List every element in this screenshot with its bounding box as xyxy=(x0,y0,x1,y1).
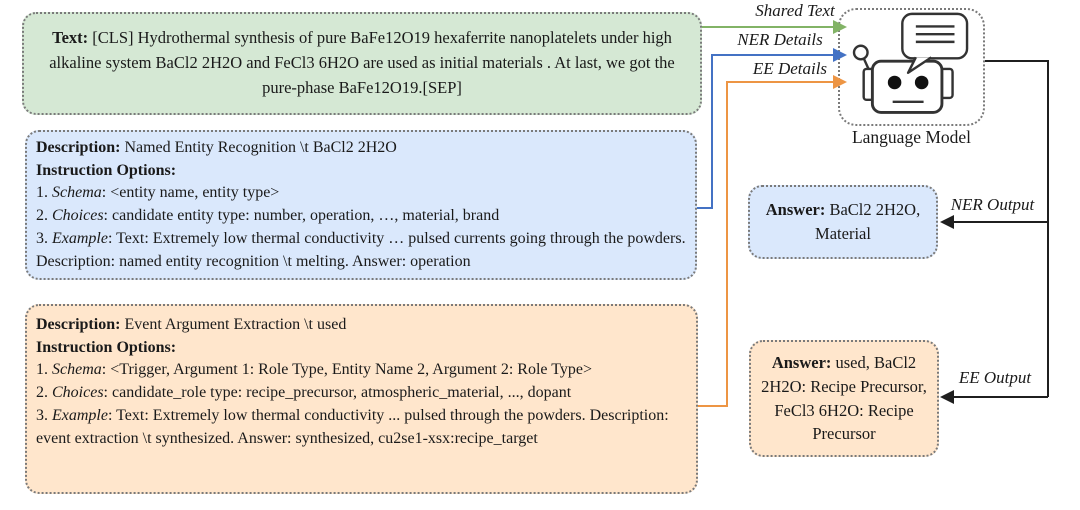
ner-instruction-options-line: Instruction Options: xyxy=(36,161,177,179)
shared-text-arrow-label: Shared Text xyxy=(755,1,835,20)
robot-chat-icon xyxy=(852,12,969,114)
shared-text-paragraph: Text: [CLS] Hydrothermal synthesis of pu… xyxy=(49,28,675,97)
robot-head xyxy=(870,59,944,114)
ner-description-line: Description: Named Entity Recognition \t… xyxy=(36,139,397,156)
ee-example-line: 3. Example: Text: Extremely low thermal … xyxy=(36,406,669,447)
robot-antenna xyxy=(852,44,870,70)
ee-choices-line: 2. Choices: candidate_role type: recipe_… xyxy=(36,384,572,402)
language-model-node xyxy=(838,8,985,126)
ee-schema-line: 1. Schema: <Trigger, Argument 1: Role Ty… xyxy=(36,361,593,379)
ee-answer-box: Answer: used, BaCl2 2H2O: Recipe Precurs… xyxy=(749,340,939,457)
robot-left-eye xyxy=(887,75,902,90)
shared-text-box: Text: [CLS] Hydrothermal synthesis of pu… xyxy=(22,12,702,115)
ner-answer-text: Answer: BaCl2 2H2O, Material xyxy=(765,200,921,243)
ner-instruction-box: Description: Named Entity Recognition \t… xyxy=(25,130,697,280)
ee-instruction-box: Description: Event Argument Extraction \… xyxy=(25,304,698,494)
ner-output-arrow-label: NER Output xyxy=(950,195,1035,214)
ee-instruction-options-line: Instruction Options: xyxy=(36,338,177,356)
ee-description-line: Description: Event Argument Extraction \… xyxy=(36,316,347,333)
ner-details-arrow-label: NER Details xyxy=(737,30,823,49)
ee-output-arrow xyxy=(940,390,1048,404)
ner-schema-line: 1. Schema: <entity name, entity type> xyxy=(36,184,280,202)
ee-answer-text: Answer: used, BaCl2 2H2O: Recipe Precurs… xyxy=(761,352,927,444)
ner-choices-line: 2. Choices: candidate entity type: numbe… xyxy=(36,207,500,225)
model-output-line xyxy=(985,60,1049,397)
language-model-label: Language Model xyxy=(851,127,972,147)
speech-bubble xyxy=(901,12,969,75)
ner-output-arrow xyxy=(940,215,1048,229)
ner-answer-box: Answer: BaCl2 2H2O, Material xyxy=(748,185,938,259)
ee-details-arrow-label: EE Details xyxy=(752,59,828,78)
ner-example-line: 3. Example: Text: Extremely low thermal … xyxy=(36,229,686,270)
robot-right-eye xyxy=(914,75,929,90)
ee-output-arrow-label: EE Output xyxy=(958,368,1032,387)
